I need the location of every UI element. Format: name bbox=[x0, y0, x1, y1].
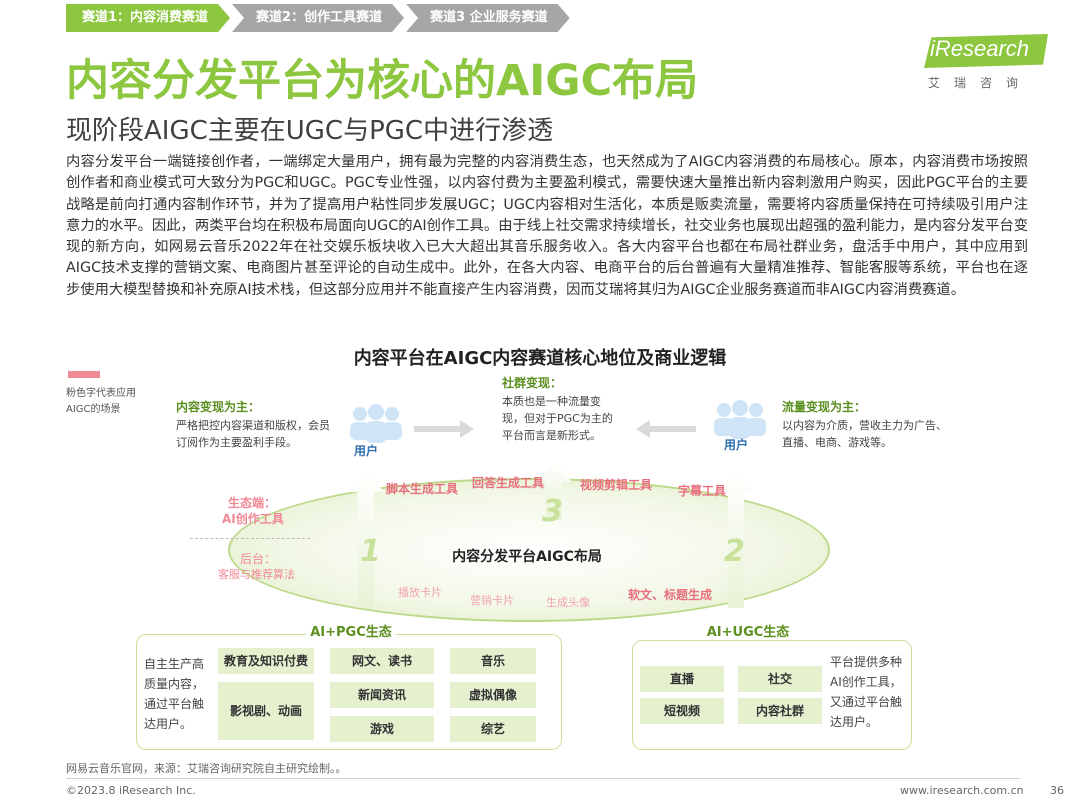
ugc-cell-social: 社交 bbox=[738, 666, 822, 692]
pgc-title: AI+PGC生态 bbox=[310, 625, 392, 640]
core-label: 内容分发平台AIGC布局 bbox=[452, 549, 602, 565]
copyright: ©2023.8 iResearch Inc. bbox=[66, 784, 196, 797]
ugc-cell-live: 直播 bbox=[640, 666, 724, 692]
ugc-cell-short-video: 短视频 bbox=[640, 698, 724, 724]
legend-swatch bbox=[68, 371, 100, 378]
tool-avatar: 生成头像 bbox=[546, 596, 590, 609]
user-left-label: 用户 bbox=[354, 444, 379, 458]
user-right-label: 用户 bbox=[724, 438, 749, 452]
page-subtitle: 现阶段AIGC主要在UGC与PGC中进行渗透 bbox=[66, 116, 554, 146]
ugc-cell-community: 内容社群 bbox=[738, 698, 822, 724]
backend-sub: 客服与推荐算法 bbox=[218, 568, 295, 581]
ugc-desc: 平台提供多种AI创作工具，又通过平台触达用户。 bbox=[830, 655, 903, 729]
left-block-desc: 严格把控内容渠道和版权，会员订阅作为主要盈利手段。 bbox=[176, 419, 330, 449]
pgc-cell-film: 影视剧、动画 bbox=[218, 682, 314, 740]
page-number: 36 bbox=[1050, 784, 1064, 797]
center-block-title: 社群变现： bbox=[502, 376, 563, 390]
tool-video-edit: 视频剪辑工具 bbox=[580, 478, 653, 492]
iresearch-logo: iResearch 艾瑞咨询 bbox=[920, 34, 1050, 94]
pgc-title-wrap: AI+PGC生态 bbox=[306, 621, 396, 640]
tool-subtitle: 字幕工具 bbox=[678, 484, 727, 498]
logo-text: iResearch bbox=[930, 36, 1030, 61]
pgc-cell-games: 游戏 bbox=[330, 716, 434, 742]
pgc-cell-novels: 网文、读书 bbox=[330, 648, 434, 674]
pgc-cell-variety: 综艺 bbox=[450, 716, 536, 742]
center-block-desc: 本质也是一种流量变现，但对于PGC为主的平台而言是新形式。 bbox=[502, 395, 613, 442]
tool-script: 脚本生成工具 bbox=[386, 482, 459, 496]
divider-dashed bbox=[190, 538, 310, 539]
source-note: 网易云音乐官网，来源：艾瑞咨询研究院自主研究绘制。。 bbox=[66, 762, 347, 775]
page-title: 内容分发平台为核心的AIGC布局 bbox=[66, 56, 699, 106]
right-block-desc: 以内容为介质，营收主力为广告、直播、电商、游戏等。 bbox=[782, 419, 947, 449]
pgc-cell-news: 新闻资讯 bbox=[330, 682, 434, 708]
pgc-desc: 自主生产高质量内容，通过平台触达用户。 bbox=[144, 657, 205, 731]
stage-number-2: 2 bbox=[724, 534, 745, 569]
ecosystem-label: 生态端： bbox=[228, 496, 277, 510]
ugc-title: AI+UGC生态 bbox=[706, 625, 790, 640]
right-block-title: 流量变现为主： bbox=[782, 400, 867, 414]
arrow-right-icon bbox=[414, 420, 474, 438]
diagram-title: 内容平台在AIGC内容赛道核心地位及商业逻辑 bbox=[353, 348, 727, 369]
footer-divider bbox=[66, 778, 1020, 779]
logo-subtext: 艾瑞咨询 bbox=[928, 76, 1033, 90]
tab-creation-tools[interactable]: 赛道2：创作工具赛道 bbox=[232, 4, 404, 32]
tool-answer: 回答生成工具 bbox=[472, 476, 545, 490]
ugc-title-wrap: AI+UGC生态 bbox=[700, 621, 796, 640]
logo-mark bbox=[924, 34, 1048, 68]
pgc-cell-education: 教育及知识付费 bbox=[218, 648, 314, 674]
tool-marketing-card: 营销卡片 bbox=[470, 594, 514, 607]
tab-enterprise-services[interactable]: 赛道3 企业服务赛道 bbox=[406, 4, 570, 32]
users-left-icon bbox=[350, 404, 402, 443]
left-block-title: 内容变现为主： bbox=[176, 400, 261, 414]
track-tabs: 赛道1：内容消费赛道 赛道2：创作工具赛道 赛道3 企业服务赛道 bbox=[66, 4, 572, 32]
legend-text: 粉色字代表应用AIGC的场景 bbox=[66, 388, 136, 415]
backend-label: 后台： bbox=[240, 552, 277, 566]
website-link[interactable]: www.iresearch.com.cn bbox=[900, 784, 1024, 797]
arrow-left-icon bbox=[636, 420, 696, 438]
tool-copywriting: 软文、标题生成 bbox=[628, 588, 713, 602]
stage-number-1: 1 bbox=[360, 534, 381, 569]
tool-play-card: 播放卡片 bbox=[398, 586, 442, 599]
ugc-ecosystem-box bbox=[632, 640, 912, 750]
ecosystem-sub: AI创作工具 bbox=[222, 512, 284, 526]
pgc-cell-virtual-idol: 虚拟偶像 bbox=[450, 682, 536, 708]
users-right-icon bbox=[714, 400, 766, 439]
pgc-cell-music: 音乐 bbox=[450, 648, 536, 674]
stage-number-3: 3 bbox=[542, 494, 563, 529]
tab-content-consumption[interactable]: 赛道1：内容消费赛道 bbox=[66, 4, 230, 32]
body-paragraph: 内容分发平台一端链接创作者，一端绑定大量用户，拥有最为完整的内容消费生态，也天然… bbox=[66, 154, 1028, 298]
